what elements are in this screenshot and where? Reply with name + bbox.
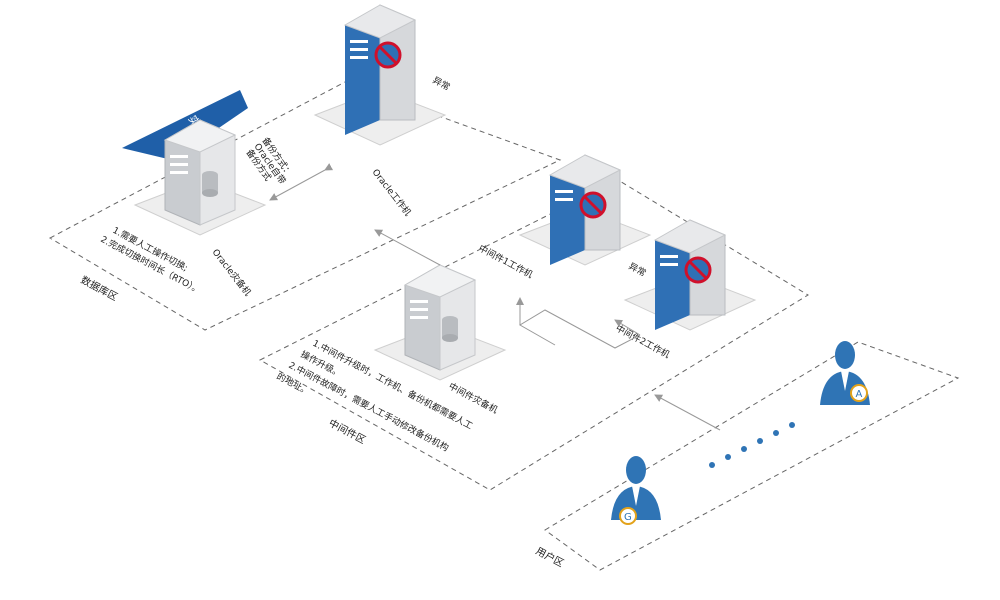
user-g-badge: G bbox=[624, 512, 632, 523]
mw1-server bbox=[518, 154, 652, 266]
mw-route-arrow-b bbox=[614, 319, 641, 336]
mw2-server bbox=[623, 219, 757, 331]
user-zone-label: 用户区 bbox=[534, 544, 567, 570]
user-ellipsis bbox=[709, 422, 795, 468]
mw2-label: 中间件2工作机 bbox=[614, 322, 672, 361]
mw-backup-label: 中间件灾备机 bbox=[447, 380, 500, 416]
database-zone-label: 数据库区 bbox=[79, 273, 120, 303]
backup-arrow bbox=[269, 163, 334, 201]
user-a-badge: A bbox=[856, 389, 863, 400]
user-zone: 用户区 bbox=[534, 341, 960, 571]
middleware-zone-label: 中间件区 bbox=[327, 416, 368, 446]
mw2-status: 异常 bbox=[627, 260, 649, 279]
oracle-work-server bbox=[313, 4, 447, 146]
oracle-backup-label: Oracle灾备机 bbox=[210, 246, 254, 298]
oracle-backup-server bbox=[133, 119, 267, 236]
database-zone: 数据库区 bbox=[48, 81, 562, 331]
oracle-work-status: 异常 bbox=[431, 74, 453, 93]
oracle-work-label: Oracle工作机 bbox=[370, 166, 414, 218]
user-to-mw-arrow bbox=[654, 394, 721, 431]
backup-method-text: 备份方式： Oracle自带 备份方式 bbox=[244, 135, 296, 187]
mw-backup-server bbox=[373, 264, 507, 381]
middleware-zone: 中间件区 bbox=[258, 179, 809, 491]
user-g: G bbox=[611, 456, 661, 525]
mw-routing-line bbox=[519, 309, 641, 349]
mw1-label: 中间件1工作机 bbox=[477, 242, 535, 281]
user-a: A bbox=[820, 341, 870, 405]
error-icon bbox=[374, 41, 402, 69]
error-icon bbox=[684, 256, 712, 284]
error-icon bbox=[579, 191, 607, 219]
mw-to-db-arrow bbox=[374, 229, 441, 266]
